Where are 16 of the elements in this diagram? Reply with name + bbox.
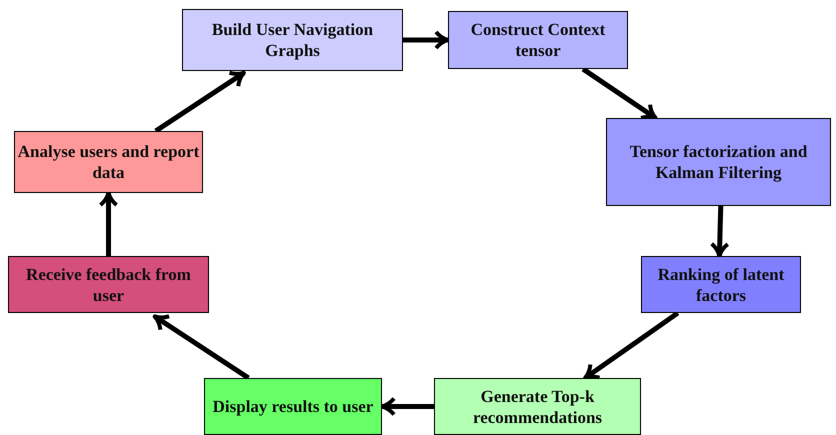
process-box: [8, 256, 209, 313]
process-box: [641, 256, 801, 313]
step-label: Construct Context tensor: [470, 19, 606, 61]
process-box: [434, 378, 641, 435]
step-label: Receive feedback from user: [25, 264, 192, 306]
process-box: [182, 9, 403, 71]
step-label: Analyse users and report data: [16, 141, 200, 183]
process-box: [448, 11, 628, 69]
process-box: [606, 118, 831, 206]
step-label: Ranking of latent factors: [656, 264, 786, 306]
step-label: Display results to user: [212, 396, 374, 417]
step-label: Tensor factorization and Kalman Filtering: [628, 141, 808, 183]
process-box: [14, 131, 203, 193]
step-label: Generate Top-k recommendations: [472, 386, 604, 428]
process-box: [204, 378, 382, 435]
step-label: Build User Navigation Graphs: [210, 19, 374, 61]
